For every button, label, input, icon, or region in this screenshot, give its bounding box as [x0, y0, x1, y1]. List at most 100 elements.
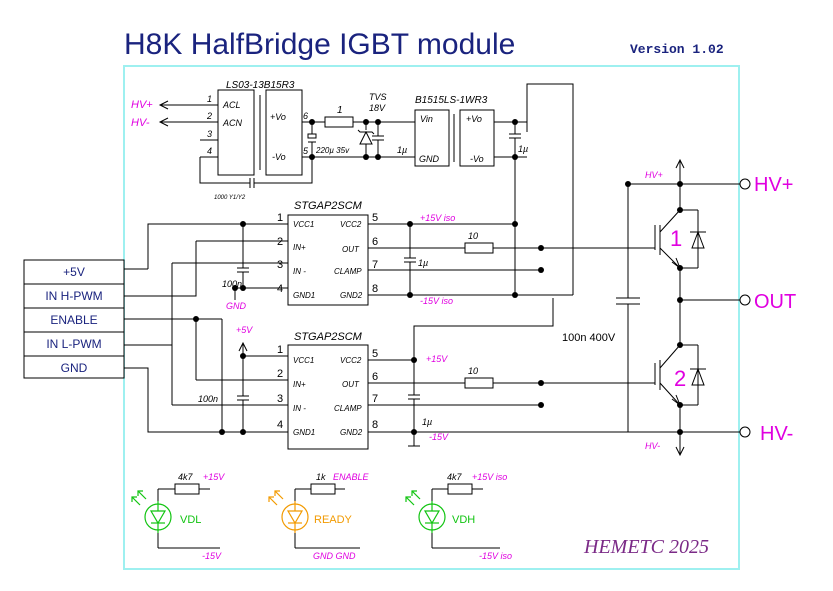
d2-pin-2: 2 [277, 368, 283, 380]
led-1-name: VDL [180, 514, 201, 526]
d1-gnd1: GND1 [293, 291, 315, 300]
d2-gate-res: 10 [468, 366, 478, 376]
d1-gate-res: 10 [468, 231, 478, 241]
d2-clamp: CLAMP [334, 404, 362, 413]
version-label: Version 1.02 [630, 42, 724, 57]
connector-5v: +5V [63, 265, 85, 279]
tvs-voltage: 18V [369, 103, 386, 113]
dcdc-part: B1515LS-1WR3 [415, 95, 488, 106]
d2-in-minus: IN - [293, 404, 306, 413]
d1-vcc2: VCC2 [340, 220, 362, 229]
terminals [739, 178, 751, 438]
d2-cap-in: 100n [198, 394, 218, 404]
d2-pin-5: 5 [372, 348, 378, 360]
dcdc-gnd: GND [419, 154, 440, 164]
driver-1-part: STGAP2SCM [294, 200, 363, 212]
d2-vcc1-rail: +5V [236, 325, 253, 335]
d2-in-plus: IN+ [293, 380, 306, 389]
d1-pin-1: 1 [277, 212, 283, 224]
connector-enable: ENABLE [50, 313, 97, 327]
bridge-hv-minus: HV- [645, 441, 660, 451]
psu-output-block [265, 89, 303, 176]
led-1-rail-bottom: -15V [202, 551, 222, 561]
d1-cap-in: 100n [222, 279, 242, 289]
d2-gnd2-rail: -15V [429, 432, 449, 442]
led-2-res: 1k [316, 472, 326, 482]
terminal-hv-plus-label: HV+ [754, 174, 793, 196]
d1-pin-7: 7 [372, 259, 378, 271]
dcdc-vo-minus: -Vo [470, 154, 484, 164]
dcdc-output-block [459, 109, 495, 167]
d1-pin-2: 2 [277, 236, 283, 248]
psu-cap-1u: 1µ [397, 145, 407, 155]
d2-gnd2: GND2 [340, 428, 363, 437]
d1-cap-out: 1µ [418, 258, 428, 268]
psu-pin-3: 3 [207, 129, 212, 139]
led-2-name: READY [314, 514, 353, 526]
d1-pin-3: 3 [277, 259, 283, 271]
driver-1-block [287, 214, 369, 306]
psu-out-pin-5: 5 [303, 146, 309, 156]
dcdc-block [414, 109, 450, 167]
igbt-1-label: 1 [670, 226, 682, 251]
led-2-symbol [268, 490, 309, 533]
led-3-name: VDH [452, 514, 475, 526]
psu-pin-1: 1 [207, 94, 212, 104]
terminal-hv-plus[interactable] [739, 178, 751, 190]
dcdc-vo-plus: +Vo [466, 114, 482, 124]
psu-out-pin-6: 6 [303, 111, 308, 121]
d2-pin-8: 8 [372, 419, 378, 431]
connector-in-h-pwm: IN H-PWM [45, 289, 102, 303]
led-3-symbol [405, 490, 446, 533]
psu-acl: ACL [222, 100, 241, 110]
psu-hv-plus: HV+ [131, 99, 153, 111]
d2-pin-4: 4 [277, 419, 283, 431]
led-3-rail-bottom: -15V iso [479, 551, 512, 561]
dcdc-cap-1u: 1µ [518, 144, 528, 154]
d1-pin-4: 4 [277, 283, 283, 295]
d1-out: OUT [342, 245, 360, 254]
connector-in-l-pwm: IN L-PWM [46, 337, 101, 351]
tvs-label: TVS [369, 92, 387, 102]
psu-vo-plus: +Vo [270, 112, 286, 122]
d1-gnd2: GND2 [340, 291, 363, 300]
psu-resistor: 1 [337, 105, 343, 116]
d2-pin-7: 7 [372, 393, 378, 405]
credit-signature: HEMETC 2025 [583, 536, 709, 558]
d1-vcc1: VCC1 [293, 220, 314, 229]
psu-block [217, 89, 255, 176]
led-2-rail-top: ENABLE [333, 472, 370, 482]
d1-gnd-label: GND [226, 301, 247, 311]
d1-clamp: CLAMP [334, 267, 362, 276]
psu-y-cap: 1000 Y1/Y2 [214, 195, 246, 201]
driver-2-block [287, 344, 369, 450]
psu-acn: ACN [222, 118, 243, 128]
io-connector: +5V IN H-PWM ENABLE IN L-PWM GND [23, 259, 125, 379]
d2-out: OUT [342, 380, 360, 389]
d2-pin-6: 6 [372, 371, 378, 383]
driver-2-part: STGAP2SCM [294, 331, 363, 343]
psu-part: LS03-13B15R3 [226, 80, 295, 91]
led-3-res: 4k7 [447, 472, 463, 482]
led-1-symbol [131, 490, 172, 533]
d2-pin-1: 1 [277, 344, 283, 356]
led-3-rail-top: +15V iso [472, 472, 507, 482]
d1-in-minus: IN - [293, 267, 306, 276]
psu-pin-2: 2 [206, 111, 212, 121]
igbt-2-label: 2 [674, 366, 686, 391]
junctions [193, 119, 683, 435]
d2-gnd1: GND1 [293, 428, 315, 437]
dcdc-vin: Vin [420, 114, 433, 124]
psu-cap: 220µ 35v [315, 146, 350, 155]
d1-gnd2-rail: -15V iso [420, 296, 453, 306]
connector-gnd: GND [61, 361, 88, 375]
d1-pin-8: 8 [372, 283, 378, 295]
bridge-cap: 100n 400V [562, 332, 616, 344]
terminal-out[interactable] [739, 294, 751, 306]
d1-pin-6: 6 [372, 236, 378, 248]
terminal-hv-minus[interactable] [739, 426, 751, 438]
d2-cap-out: 1µ [422, 417, 432, 427]
d2-vcc1: VCC1 [293, 356, 314, 365]
d2-vcc2: VCC2 [340, 356, 362, 365]
